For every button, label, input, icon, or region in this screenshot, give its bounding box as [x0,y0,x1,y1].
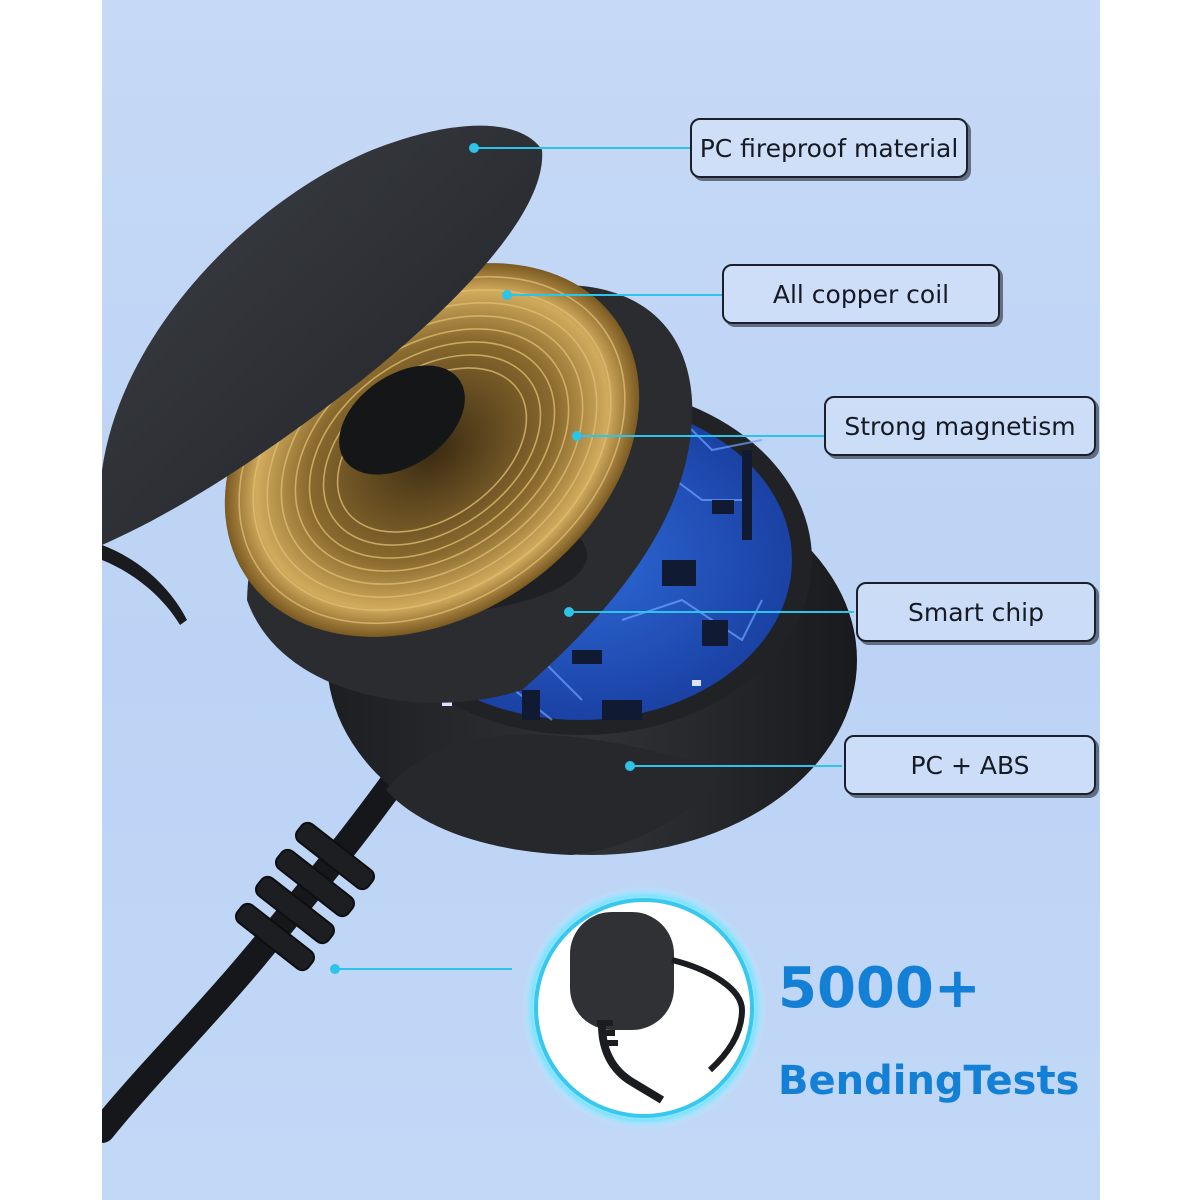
leader-dots [330,143,635,974]
bending-count: 5000+ [778,956,981,1021]
exploded-charger-illustration [102,125,857,1143]
callout-smart-chip: Smart chip [856,582,1096,642]
callout-strong-magnetism: Strong magnetism [824,396,1096,456]
callout-pc-abs: PC + ABS [844,735,1096,795]
callout-fireproof-material: PC fireproof material [690,118,968,178]
cable [102,757,415,1143]
fireproof-lid [102,125,543,625]
product-diagram: PC fireproof material All copper coil St… [102,0,1100,1200]
callout-label: All copper coil [772,279,950,309]
callout-label: Strong magnetism [844,411,1076,441]
callout-label: PC + ABS [910,750,1030,780]
leader-lines [335,147,854,970]
callout-label: PC fireproof material [699,133,959,163]
callout-label: Smart chip [908,597,1044,627]
inset-charger-icon [570,912,746,1104]
bending-test-inset [522,886,766,1130]
bending-label: BendingTests [778,1058,1080,1104]
callout-copper-coil: All copper coil [722,264,1000,324]
